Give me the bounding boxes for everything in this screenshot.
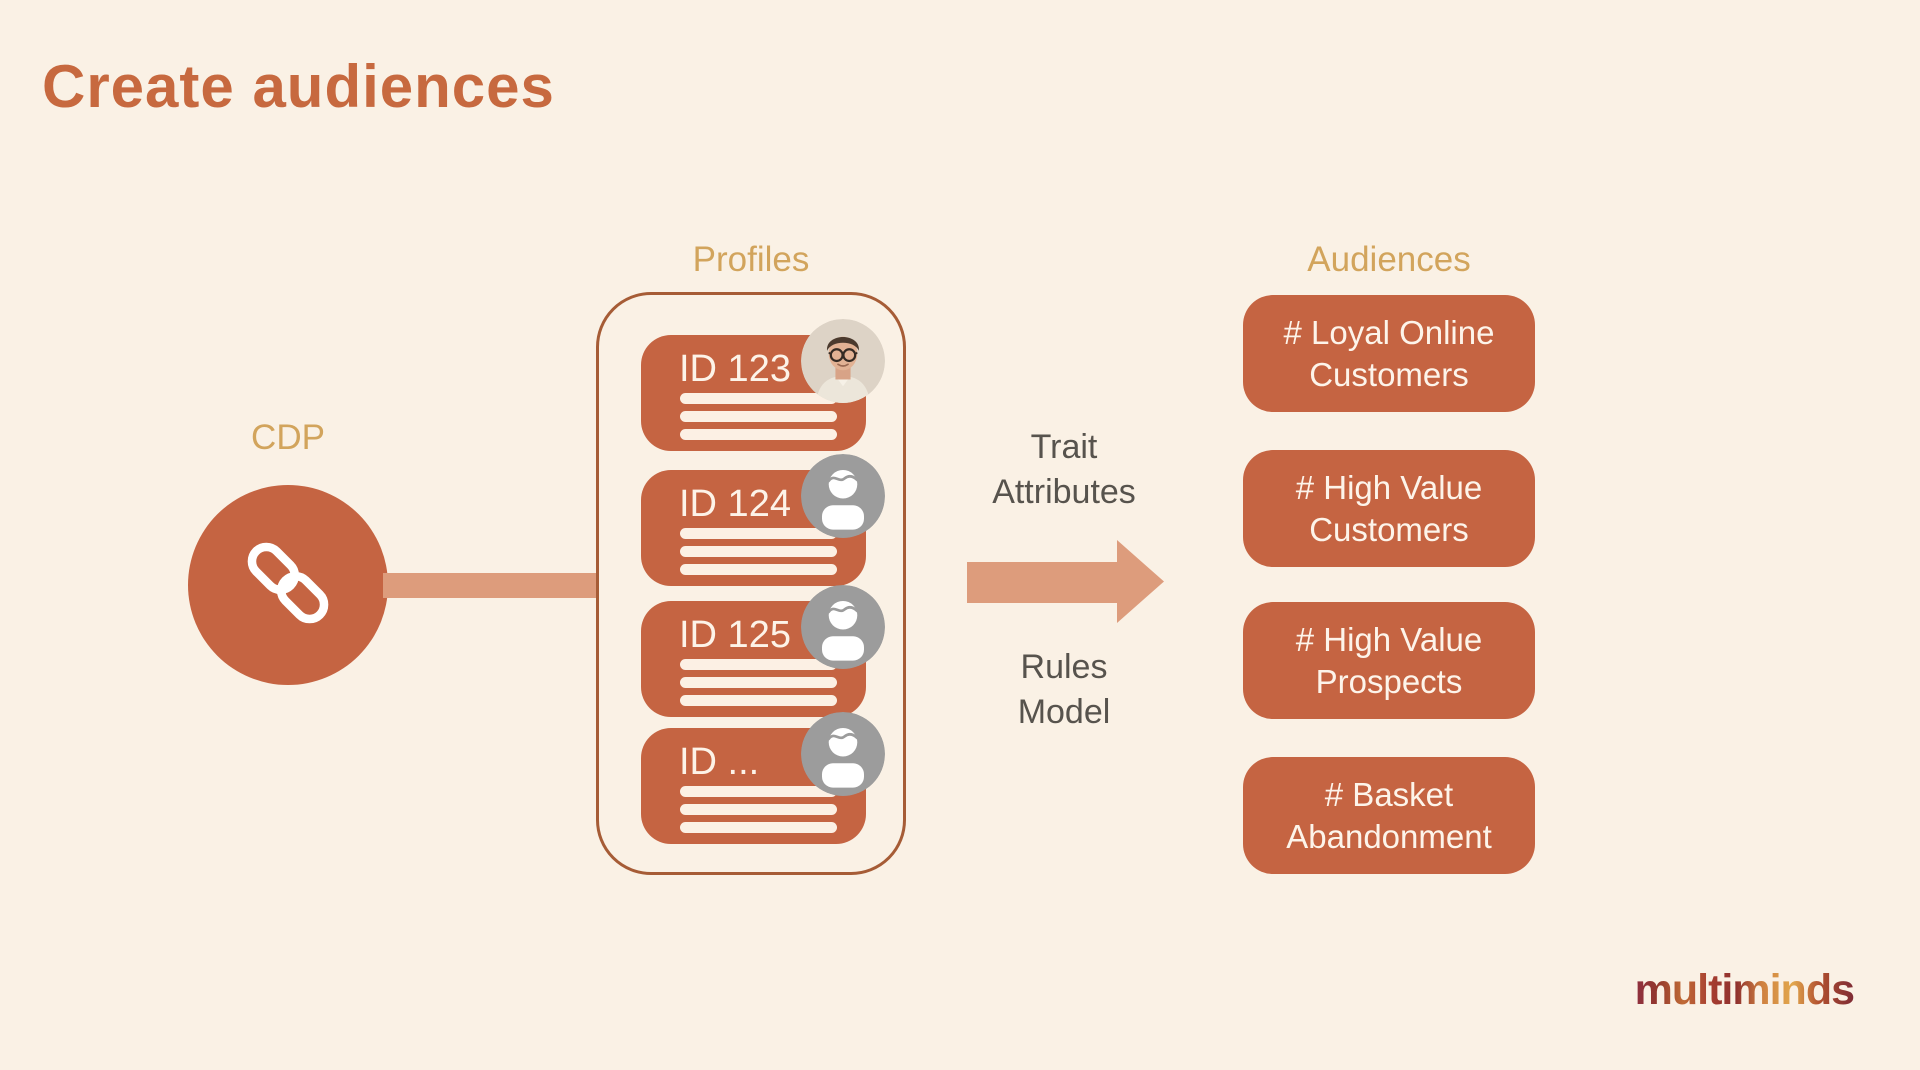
right-arrow-icon: [967, 540, 1165, 629]
audience-chip-basket-abandonment: # Basket Abandonment: [1243, 757, 1535, 874]
detail-line: [680, 393, 837, 404]
audiences-label: Audiences: [1307, 240, 1471, 279]
multiminds-logo: multiminds: [1634, 966, 1855, 1014]
cdp-to-profiles-connector: [383, 573, 598, 598]
audience-chip-high-value-prospects: # High Value Prospects: [1243, 602, 1535, 719]
page-title: Create audiences: [42, 53, 555, 120]
detail-line: [680, 659, 837, 670]
profile-id: ID ...: [679, 741, 760, 783]
detail-line: [680, 804, 837, 815]
profile-id: ID 124: [679, 483, 791, 525]
profile-card: ID 124: [641, 454, 885, 586]
male-photo-avatar: [801, 319, 885, 403]
profiles-label: Profiles: [692, 240, 810, 279]
profile-id: ID 125: [679, 614, 791, 656]
detail-line: [680, 546, 837, 557]
detail-line: [680, 822, 837, 833]
person-silhouette-icon: [801, 585, 885, 669]
profiles-container: ID 123: [596, 292, 906, 875]
cdp-label: CDP: [251, 418, 325, 457]
detail-line: [680, 677, 837, 688]
detail-line: [680, 528, 837, 539]
profile-card: ID 125: [641, 585, 885, 717]
detail-line: [680, 429, 837, 440]
person-silhouette-icon: [801, 712, 885, 796]
audience-chip-loyal-online-customers: # Loyal Online Customers: [1243, 295, 1535, 412]
trait-attributes-label: Trait Attributes: [992, 428, 1136, 511]
chain-link-icon: [234, 529, 342, 642]
person-silhouette-icon: [801, 454, 885, 538]
profile-card: ID 123: [641, 319, 885, 451]
detail-line: [680, 786, 837, 797]
rules-model-label: Rules Model: [1017, 648, 1111, 731]
profile-card: ID ...: [641, 712, 885, 844]
cdp-node: [188, 485, 388, 685]
detail-line: [680, 695, 837, 706]
profile-id: ID 123: [679, 348, 791, 390]
detail-line: [680, 564, 837, 575]
audience-chip-high-value-customers: # High Value Customers: [1243, 450, 1535, 567]
detail-line: [680, 411, 837, 422]
